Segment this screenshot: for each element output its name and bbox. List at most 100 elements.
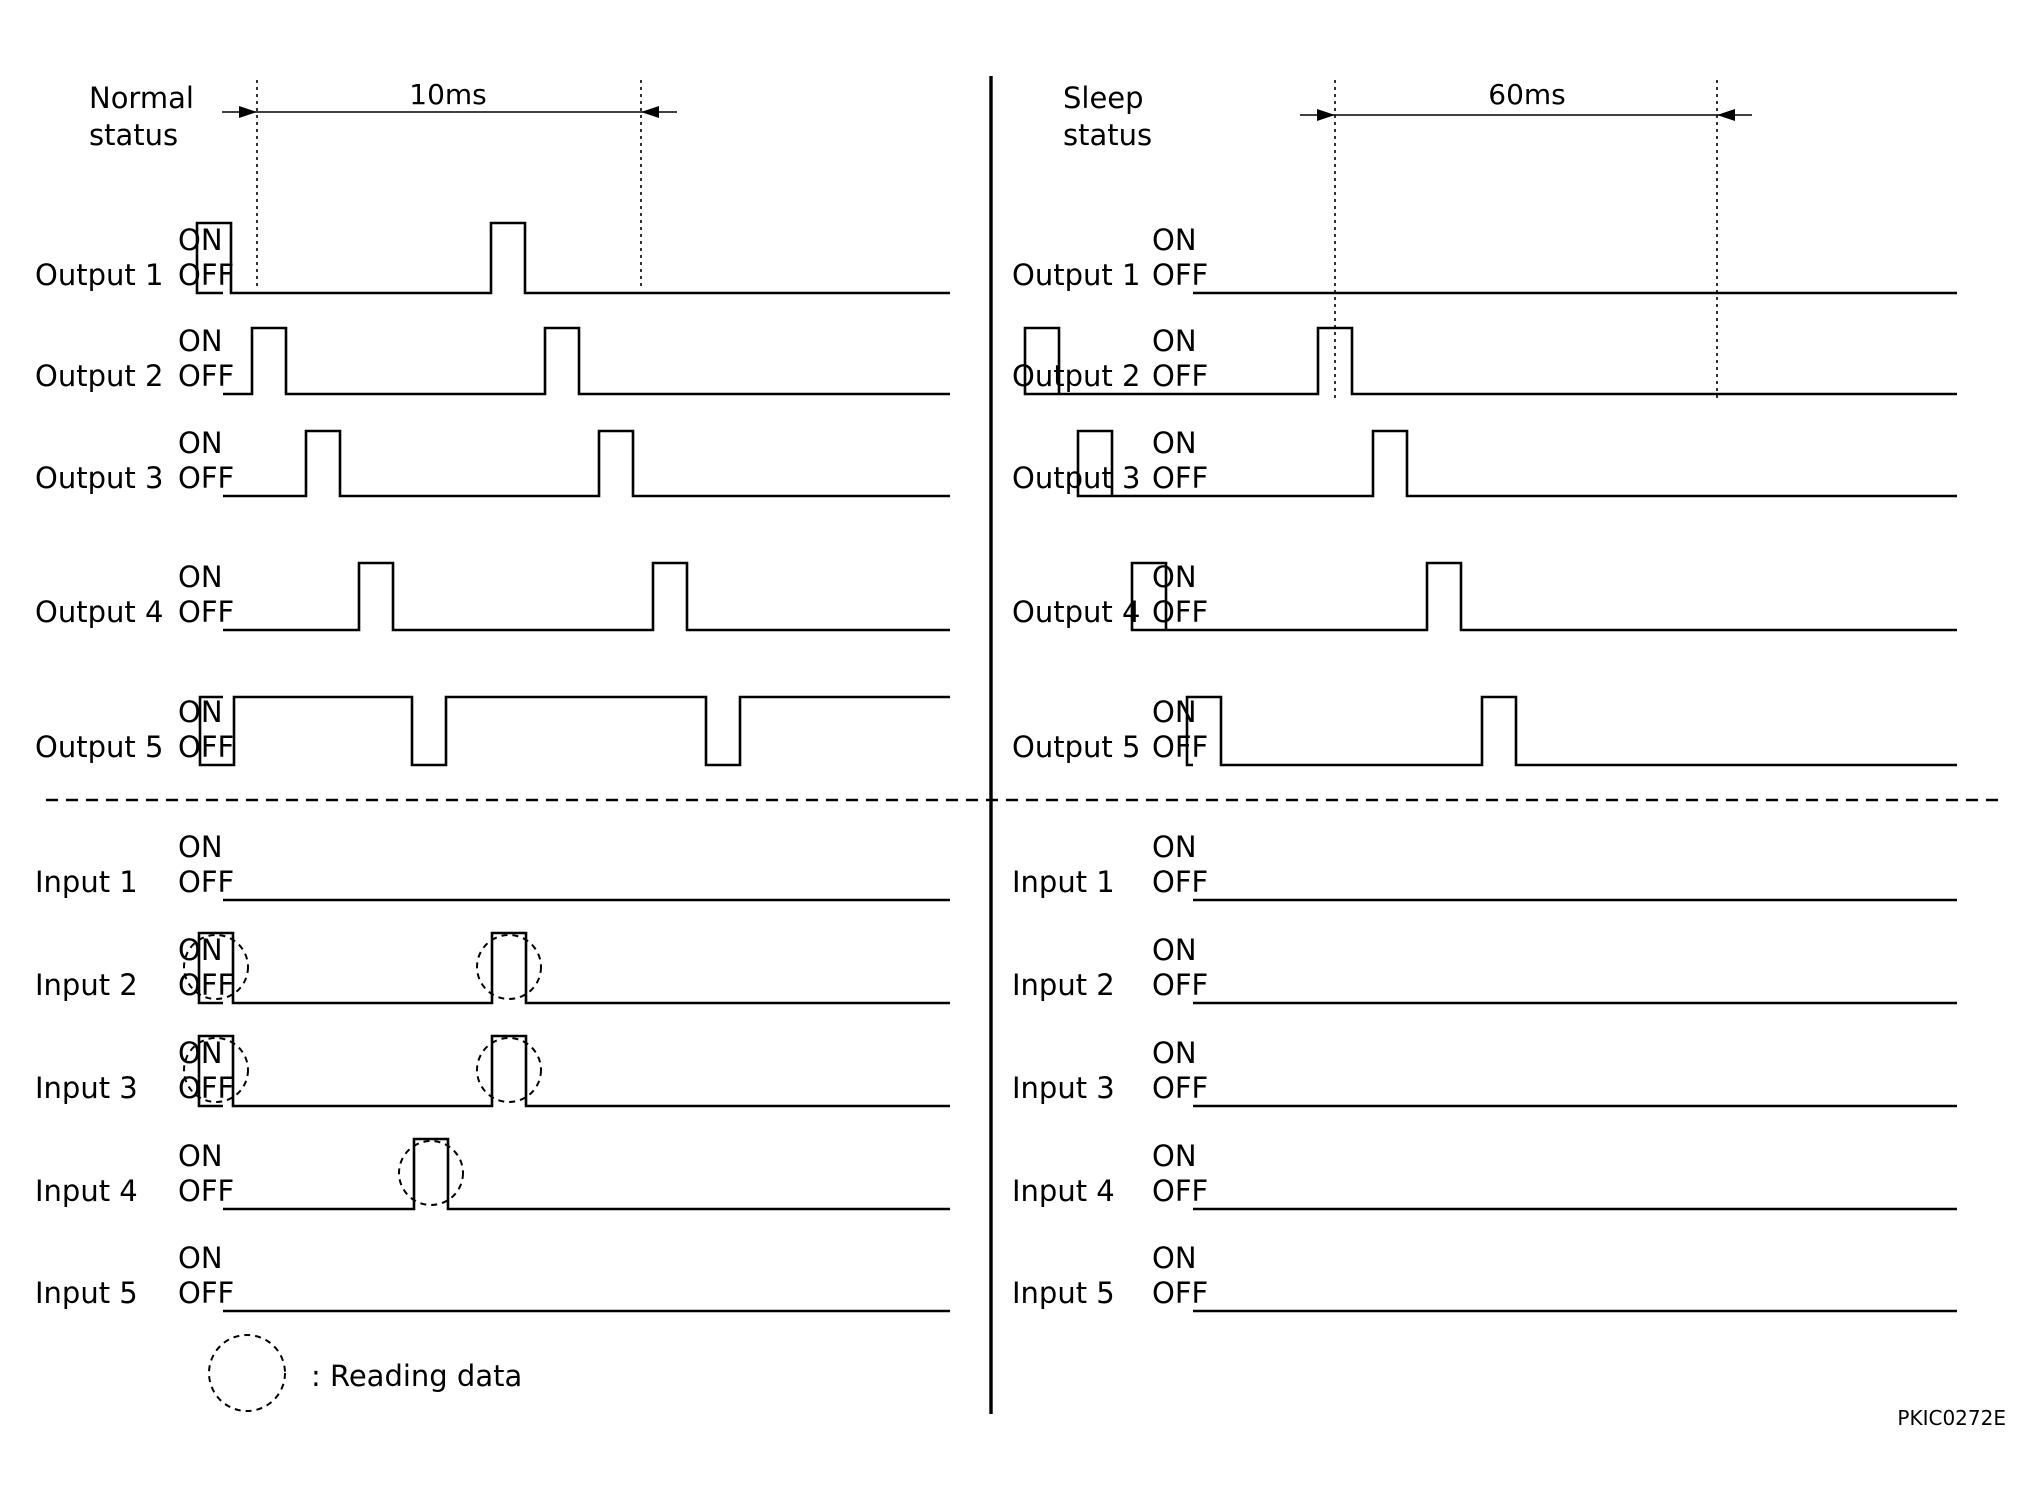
sleep-output-5-label: Output 5 <box>1012 730 1140 764</box>
normal-output-2-on-label: ON <box>178 324 223 358</box>
sleep-input-4-off-label: OFF <box>1152 1174 1208 1208</box>
sleep-output-4-off-label: OFF <box>1152 595 1208 629</box>
sleep-input-3-on-label: ON <box>1152 1036 1197 1070</box>
sleep-input-5-off-label: OFF <box>1152 1276 1208 1310</box>
sleep-period-label: 60ms <box>1488 78 1566 111</box>
sleep-output-3-off-label: OFF <box>1152 461 1208 495</box>
normal-output-1-off-label: OFF <box>178 258 234 292</box>
normal-period-label: 10ms <box>409 78 487 111</box>
sleep-input-2-on-label: ON <box>1152 933 1197 967</box>
sleep-input-2-label: Input 2 <box>1012 968 1115 1002</box>
sleep-output-1-off-label: OFF <box>1152 258 1208 292</box>
normal-output-2-off-label: OFF <box>178 359 234 393</box>
sleep-input-4-on-label: ON <box>1152 1139 1197 1173</box>
normal-output-5-off-label: OFF <box>178 730 234 764</box>
sleep-right-arrowhead <box>1717 109 1735 121</box>
normal-output-4-label: Output 4 <box>35 595 163 629</box>
normal-left-arrowhead <box>239 106 257 118</box>
sleep-input-3-off-label: OFF <box>1152 1071 1208 1105</box>
sleep-input-5-label: Input 5 <box>1012 1276 1115 1310</box>
sleep-output-5-off-label: OFF <box>1152 730 1208 764</box>
normal-input-1-label: Input 1 <box>35 865 138 899</box>
normal-input-2-off-label: OFF <box>178 968 234 1002</box>
normal-input-4-off-label: OFF <box>178 1174 234 1208</box>
normal-input-1-off-label: OFF <box>178 865 234 899</box>
normal-output-4-on-label: ON <box>178 560 223 594</box>
normal-output-3-waveform <box>223 429 950 498</box>
normal-output-5-label: Output 5 <box>35 730 163 764</box>
reading-data-legend: : Reading data <box>208 1334 522 1412</box>
normal-input-3-label: Input 3 <box>35 1071 138 1105</box>
sleep-output-2-on-label: ON <box>1152 324 1197 358</box>
sleep-output-1-on-label: ON <box>1152 223 1197 257</box>
normal-input-2-label: Input 2 <box>35 968 138 1002</box>
sleep-input-1-on-label: ON <box>1152 830 1197 864</box>
sleep-input-2-off-label: OFF <box>1152 968 1208 1002</box>
normal-input-3-off-label: OFF <box>178 1071 234 1105</box>
normal-right-arrowhead <box>641 106 659 118</box>
sleep-output-4-on-label: ON <box>1152 560 1197 594</box>
normal-input-3-waveform <box>197 1034 950 1108</box>
normal-input-4-reading-mark-1 <box>398 1140 464 1206</box>
normal-output-5-waveform <box>198 695 950 767</box>
sleep-title-line2: status <box>1063 118 1152 152</box>
sleep-output-4-waveform <box>1130 561 1957 632</box>
normal-output-3-label: Output 3 <box>35 461 163 495</box>
legend-text: : Reading data <box>311 1359 522 1393</box>
normal-input-3-reading-mark-2 <box>476 1037 542 1103</box>
sleep-output-4-label: Output 4 <box>1012 595 1140 629</box>
sleep-input-5-on-label: ON <box>1152 1241 1197 1275</box>
figure-code: PKIC0272E <box>1897 1406 2006 1430</box>
sleep-input-1-label: Input 1 <box>1012 865 1115 899</box>
normal-output-1-waveform <box>195 221 950 295</box>
sleep-input-4-label: Input 4 <box>1012 1174 1115 1208</box>
sleep-output-2-label: Output 2 <box>1012 359 1140 393</box>
normal-output-1-on-label: ON <box>178 223 223 257</box>
normal-title-line1: Normal <box>89 81 194 115</box>
sleep-output-2-off-label: OFF <box>1152 359 1208 393</box>
normal-output-3-off-label: OFF <box>178 461 234 495</box>
normal-input-5-label: Input 5 <box>35 1276 138 1310</box>
normal-output-4-waveform <box>223 561 950 632</box>
normal-input-1-on-label: ON <box>178 830 223 864</box>
sleep-output-1-label: Output 1 <box>1012 258 1140 292</box>
normal-input-4-label: Input 4 <box>35 1174 138 1208</box>
normal-input-2-reading-mark-2 <box>476 934 542 1000</box>
normal-input-4-on-label: ON <box>178 1139 223 1173</box>
sleep-input-3-label: Input 3 <box>1012 1071 1115 1105</box>
normal-input-5-on-label: ON <box>178 1241 223 1275</box>
normal-output-2-label: Output 2 <box>35 359 163 393</box>
sleep-output-2-waveform <box>1023 326 1957 396</box>
sleep-left-arrowhead <box>1317 109 1335 121</box>
sleep-output-5-waveform <box>1185 695 1957 767</box>
sleep-input-1-off-label: OFF <box>1152 865 1208 899</box>
sleep-output-3-label: Output 3 <box>1012 461 1140 495</box>
normal-title-line2: status <box>89 118 178 152</box>
normal-input-5-off-label: OFF <box>178 1276 234 1310</box>
normal-input-4-waveform <box>223 1137 950 1211</box>
sleep-period-dimension <box>1300 80 1752 400</box>
normal-output-4-off-label: OFF <box>178 595 234 629</box>
normal-output-3-on-label: ON <box>178 426 223 460</box>
